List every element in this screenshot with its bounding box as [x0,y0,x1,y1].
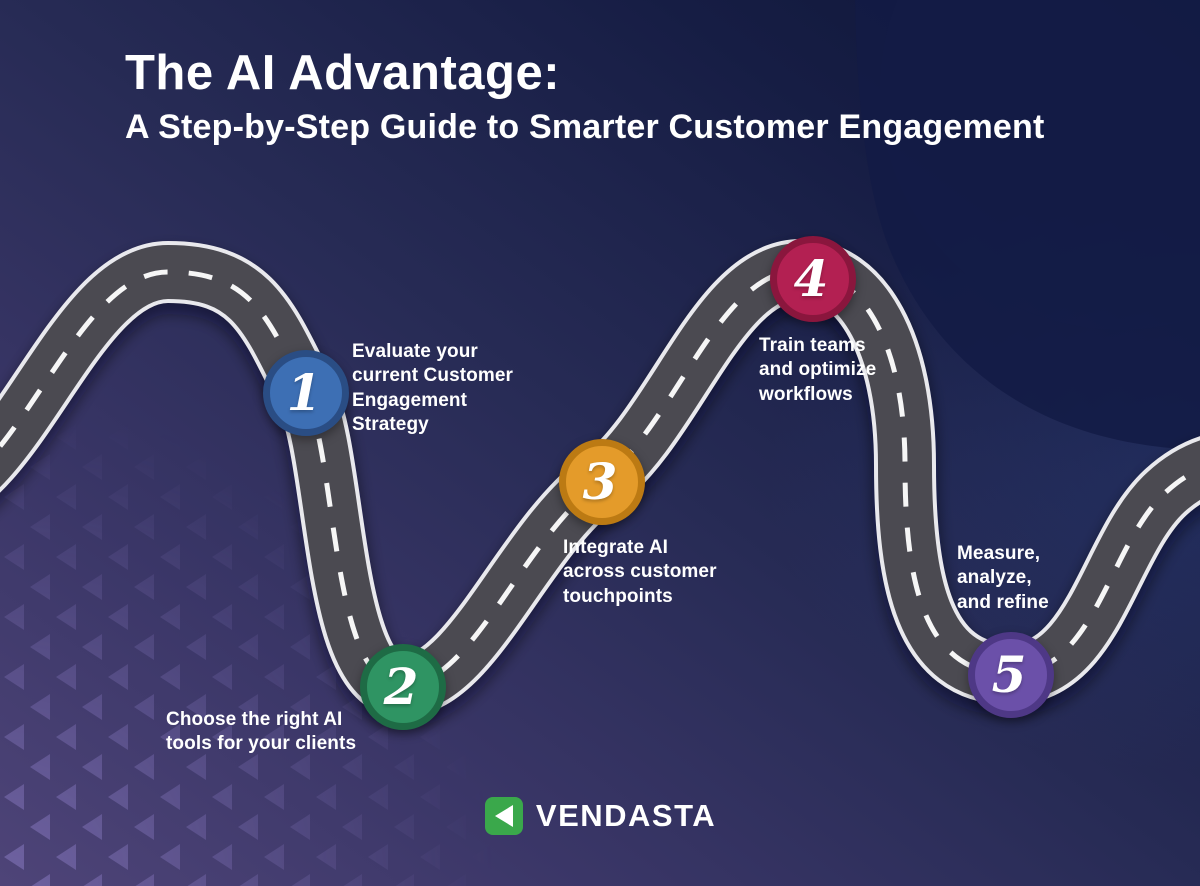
step-3-label: Integrate AI across customer touchpoints [563,537,717,607]
step-4-marker: 4 [770,236,856,322]
step-2-label: Choose the right AI tools for your clien… [166,709,357,755]
page-title: The AI Advantage: [125,46,561,100]
step-3-marker: 3 [559,439,645,525]
step-5-number: 5 [991,645,1027,704]
step-5-label: Measure, analyze, and refine [957,543,1049,613]
step-1-marker: 1 [263,350,349,436]
decor-sail-shape [855,0,1200,450]
step-3-number: 3 [582,452,618,511]
step-1-label: Evaluate your current Customer Engagemen… [352,341,514,435]
step-5-marker: 5 [968,632,1054,718]
step-1-number: 1 [286,363,322,422]
brand-footer: VENDASTA [0,793,1200,839]
vendasta-logo-icon [484,797,523,835]
page-subtitle: A Step-by-Step Guide to Smarter Customer… [125,108,1045,147]
step-2-marker: 2 [360,644,446,730]
decor-triangle-pattern [0,380,520,886]
step-4-label: Train teams and optimize workflows [759,335,877,405]
vendasta-wordmark: VENDASTA [535,798,717,833]
header: The AI Advantage: A Step-by-Step Guide t… [125,46,1045,147]
step-2-number: 2 [383,657,419,716]
step-4-number: 4 [793,249,829,308]
